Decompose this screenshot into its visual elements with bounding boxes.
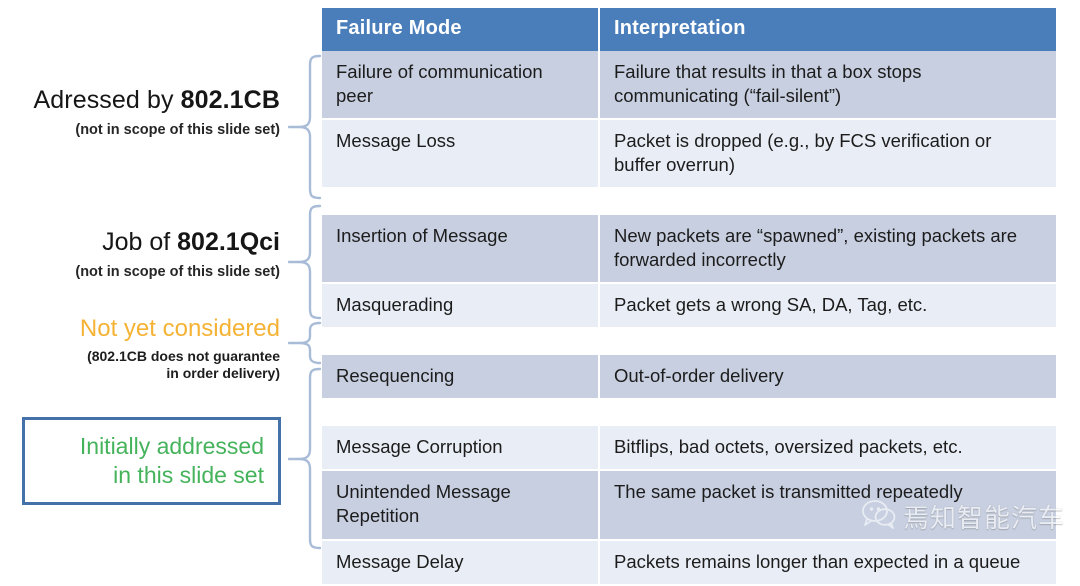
cell-interpretation: Packet gets a wrong SA, DA, Tag, etc.: [599, 283, 1056, 330]
cell-interpretation: Failure that results in that a box stops…: [599, 51, 1056, 121]
slide-canvas: Adressed by 802.1CB (not in scope of thi…: [0, 8, 1064, 586]
failure-mode-table: Failure Mode Interpretation Failure of c…: [322, 8, 1056, 586]
table-row: Masquerading Packet gets a wrong SA, DA,…: [322, 283, 1056, 330]
annotation-4-line-b: in this slide set: [113, 462, 264, 488]
cell-failure-mode: Message Delay: [322, 539, 600, 586]
table-group-gap: [322, 399, 1056, 427]
table-row: Resequencing Out-of-order delivery: [322, 354, 1056, 401]
annotation-4-text: Initially addressed in this slide set: [80, 432, 278, 489]
column-header-failure-mode: Failure Mode: [322, 8, 600, 51]
annotation-3-subtitle: (802.1CB does not guarantee in order del…: [0, 348, 280, 382]
annotation-3-subtitle-line-a: (802.1CB does not guarantee: [87, 348, 280, 364]
annotation-3-title: Not yet considered: [79, 315, 280, 342]
cell-interpretation: Packets remains longer than expected in …: [599, 539, 1056, 586]
brace-group-4: [288, 366, 322, 551]
annotation-2-subtitle: (not in scope of this slide set): [75, 264, 280, 280]
annotation-1-subtitle: (not in scope of this slide set): [75, 122, 280, 138]
annotation-3-subtitle-line-b: in order delivery): [166, 365, 280, 382]
brace-group-2: [288, 203, 322, 321]
annotation-1-title: Adressed by 802.1CB: [33, 86, 280, 114]
annotation-4-line-a: Initially addressed: [79, 433, 264, 460]
cell-interpretation: Bitflips, bad octets, oversized packets,…: [599, 425, 1056, 472]
column-header-interpretation: Interpretation: [599, 8, 1056, 51]
table-header-row: Failure Mode Interpretation: [322, 8, 1056, 51]
brace-group-1: [288, 53, 322, 201]
cell-failure-mode: Resequencing: [322, 354, 600, 401]
cell-interpretation: Packet is dropped (e.g., by FCS verifica…: [599, 119, 1056, 190]
cell-interpretation: New packets are “spawned”, existing pack…: [599, 214, 1056, 285]
table-row: Failure of communication peer Failure th…: [322, 51, 1056, 121]
table-row: Insertion of Message New packets are “sp…: [322, 214, 1056, 285]
table-row: Message Loss Packet is dropped (e.g., by…: [322, 119, 1056, 190]
table-body: Failure of communication peer Failure th…: [322, 51, 1056, 586]
cell-interpretation: The same packet is transmitted repeatedl…: [599, 470, 1056, 541]
table-row: Unintended Message Repetition The same p…: [322, 470, 1056, 541]
annotation-not-yet-considered: Not yet considered (802.1CB does not gua…: [0, 315, 280, 382]
cell-failure-mode: Failure of communication peer: [322, 51, 600, 121]
cell-interpretation: Out-of-order delivery: [599, 354, 1056, 401]
table-row: Message Delay Packets remains longer tha…: [322, 539, 1056, 586]
annotation-addressed-by-8021cb: Adressed by 802.1CB (not in scope of thi…: [0, 86, 281, 138]
cell-failure-mode: Message Loss: [322, 119, 600, 190]
table-row: Message Corruption Bitflips, bad octets,…: [322, 425, 1056, 472]
table-group-gap: [322, 188, 1056, 216]
brace-group-3: [288, 320, 322, 366]
cell-failure-mode: Unintended Message Repetition: [322, 470, 600, 541]
annotation-job-of-8021qci: Job of 802.1Qci (not in scope of this sl…: [0, 228, 280, 280]
annotation-2-title: Job of 802.1Qci: [102, 228, 280, 256]
cell-failure-mode: Masquerading: [322, 283, 600, 330]
cell-failure-mode: Insertion of Message: [322, 214, 600, 285]
annotation-initially-addressed-box: Initially addressed in this slide set: [22, 417, 281, 505]
cell-failure-mode: Message Corruption: [322, 425, 600, 472]
table-group-gap: [322, 328, 1056, 356]
